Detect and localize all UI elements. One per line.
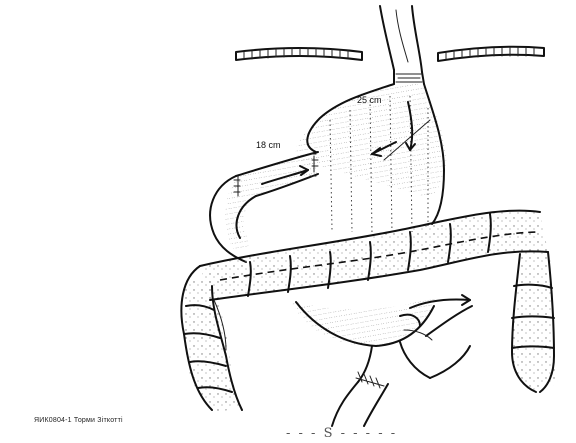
- lower-pouch: [290, 295, 472, 426]
- descending-colon: [512, 250, 558, 392]
- length-label-limb: 18 cm: [256, 140, 281, 150]
- diagram-caption: - - - S - - - - -: [286, 426, 397, 441]
- transverse-colon: [200, 211, 548, 300]
- image-credit: ЯИК0804-1 Торми Зіткотті: [34, 417, 123, 424]
- length-label-upper: 25 cm: [357, 95, 382, 105]
- esophagus: [380, 6, 424, 84]
- stomach: [296, 84, 447, 234]
- jejunal-limb: [210, 152, 318, 262]
